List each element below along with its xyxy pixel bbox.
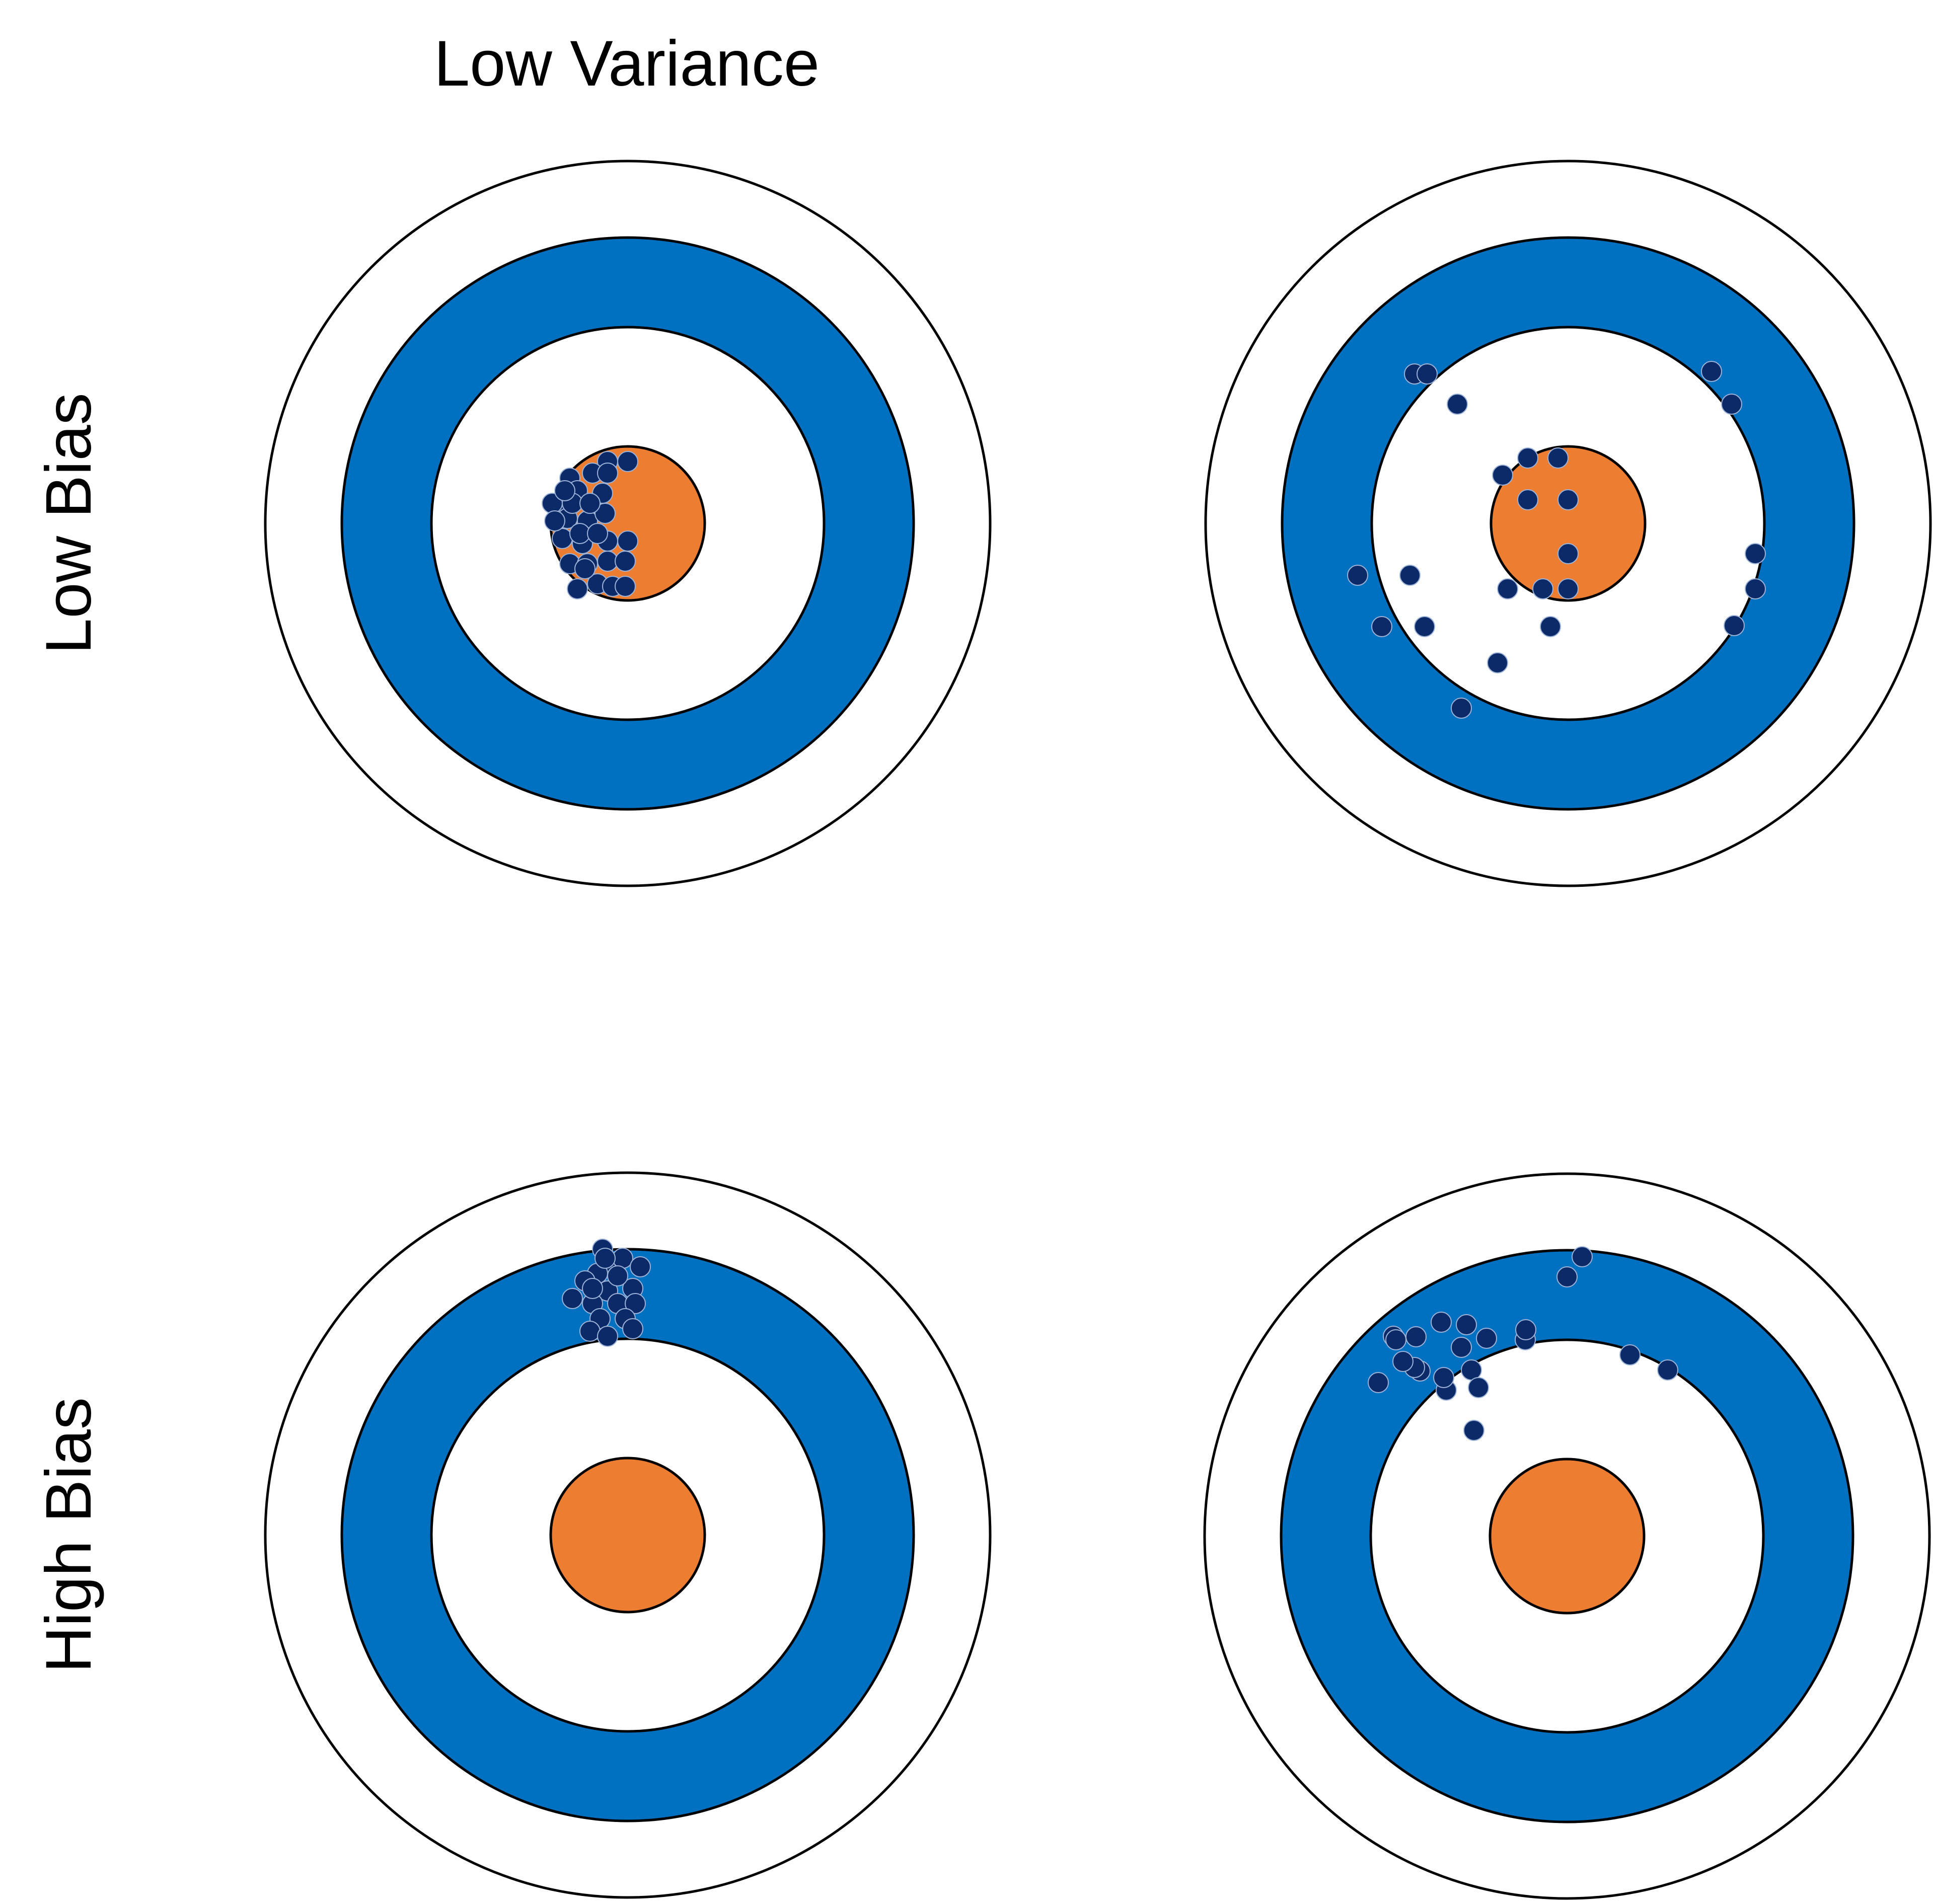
hit-point — [594, 1248, 616, 1269]
hit-point — [1517, 489, 1538, 510]
hit-point — [574, 558, 596, 579]
hit-point — [1371, 616, 1392, 637]
hit-point — [1385, 1329, 1406, 1350]
hit-point — [1724, 615, 1745, 636]
hit-point — [630, 1256, 651, 1277]
hit-point — [579, 1321, 601, 1342]
hit-point — [552, 528, 573, 549]
hit-point — [1657, 1359, 1678, 1381]
hit-point — [1701, 361, 1722, 382]
hit-point — [544, 510, 565, 531]
hit-point — [594, 503, 616, 524]
hit-point — [1368, 1372, 1389, 1393]
hit-point — [617, 530, 638, 552]
hit-point — [1405, 1326, 1427, 1347]
hit-point — [1515, 1319, 1536, 1340]
hit-point — [1540, 616, 1561, 637]
hit-point — [1492, 465, 1513, 486]
hit-point — [607, 1265, 628, 1286]
bullseye — [549, 1457, 706, 1614]
hit-point — [1557, 578, 1579, 599]
hit-point — [1547, 447, 1569, 469]
hit-point — [617, 451, 638, 472]
hit-point — [1497, 578, 1518, 599]
hit-point — [597, 463, 618, 484]
column-label-low-variance: Low Variance — [434, 28, 820, 100]
hit-point — [1532, 578, 1553, 599]
hit-point — [1347, 565, 1368, 586]
hit-point — [1447, 394, 1468, 415]
target-high-bias-low-variance — [264, 1171, 992, 1899]
hit-point — [1476, 1328, 1497, 1349]
hit-point — [615, 551, 636, 572]
hit-point — [1556, 1266, 1578, 1287]
hit-point — [1417, 363, 1438, 385]
hit-point — [622, 1318, 643, 1339]
hit-point — [1745, 578, 1766, 599]
hit-point — [1745, 543, 1766, 564]
hit-point — [579, 493, 601, 514]
hit-point — [1487, 652, 1508, 673]
hit-point — [1463, 1420, 1484, 1441]
hit-point — [562, 1288, 583, 1309]
hit-point — [1414, 616, 1435, 637]
hit-point — [1451, 1337, 1472, 1358]
hit-point — [1721, 394, 1742, 415]
hit-point — [597, 1326, 618, 1347]
target-low-bias-high-variance — [1204, 160, 1932, 887]
hit-point — [1468, 1377, 1489, 1398]
hit-point — [625, 1293, 646, 1314]
hit-point — [615, 576, 636, 597]
hit-point — [582, 1278, 603, 1299]
hit-point — [1433, 1367, 1454, 1388]
hit-point — [1572, 1246, 1593, 1267]
bullseye — [1490, 445, 1647, 602]
target-low-bias-low-variance — [264, 160, 992, 887]
hit-point — [1557, 489, 1579, 510]
hit-point — [1399, 565, 1421, 586]
row-label-low-bias: Low Bias — [33, 393, 105, 654]
target-high-bias-high-variance — [1203, 1172, 1931, 1900]
hit-point — [1431, 1312, 1452, 1333]
hit-point — [587, 523, 608, 544]
hit-point — [1451, 698, 1472, 719]
hit-point — [1456, 1314, 1477, 1335]
hit-point — [1392, 1351, 1414, 1372]
hit-point — [1619, 1344, 1641, 1365]
hit-point — [1517, 447, 1538, 469]
hit-point — [1557, 543, 1579, 564]
hit-point — [567, 578, 588, 599]
bullseye — [1489, 1458, 1646, 1615]
hit-point — [554, 480, 575, 501]
row-label-high-bias: High Bias — [33, 1397, 105, 1673]
